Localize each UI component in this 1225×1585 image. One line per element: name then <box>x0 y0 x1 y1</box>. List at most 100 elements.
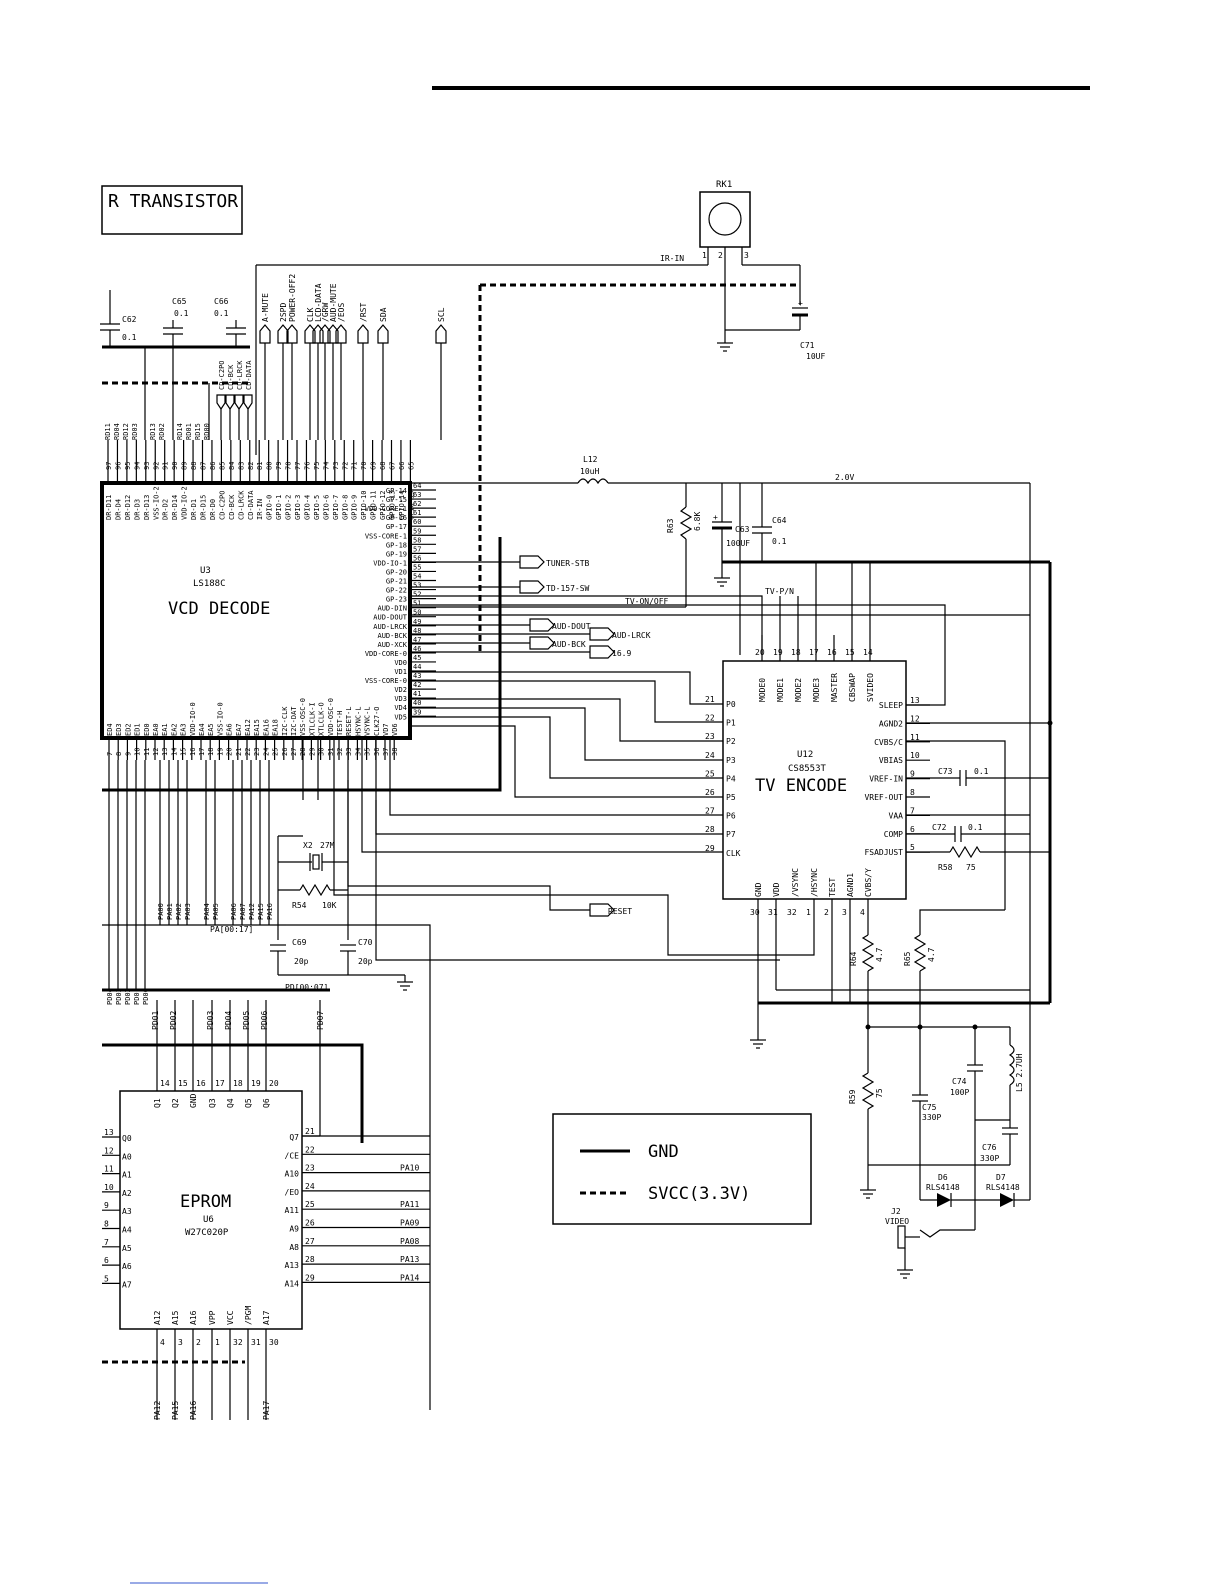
port-label: CLK <box>306 307 315 322</box>
u3-pin-number: 93 <box>143 462 151 470</box>
u3-pin-label: DR-D1 <box>190 499 198 520</box>
u12-pin-number: 13 <box>910 696 920 705</box>
u12-pin-number: 21 <box>705 695 715 704</box>
u3-pin-label: GP-18 <box>386 541 407 549</box>
u3-pin-label: GP-14 <box>386 487 407 495</box>
u3-pin-number: 27 <box>290 748 298 756</box>
u6-net-label: PA08 <box>400 1237 419 1246</box>
rd-label: RD12 <box>122 423 130 440</box>
u3-pin-number: 73 <box>332 462 340 470</box>
u12-pin-number: 32 <box>787 908 797 917</box>
u3-pin-number: 23 <box>253 748 261 756</box>
u6-net-label: PA10 <box>400 1164 419 1173</box>
pd-label: PD02 <box>124 988 132 1005</box>
u3-pin-number: 30 <box>318 748 326 756</box>
u12-pin-number: 11 <box>910 733 920 742</box>
r54-ref: R54 <box>292 901 307 910</box>
u3-pin-label: VDD-IO-0 <box>189 702 197 736</box>
u3-pin-number: 95 <box>124 462 132 470</box>
port-label: /RST <box>359 303 368 322</box>
u3-pin-number: 52 <box>413 591 421 599</box>
u3-pin-number: 56 <box>413 554 421 562</box>
r54-value: 10K <box>322 901 337 910</box>
port-label: SCL <box>437 307 446 322</box>
u6-pin-label: VCC <box>226 1310 235 1325</box>
u12-pin-number: 19 <box>773 648 783 657</box>
u3-pin-number: 87 <box>200 462 208 470</box>
u3-pin-number: 48 <box>413 627 421 635</box>
u3-pin-label: AUD-BCK <box>377 632 407 640</box>
pd-label: PD00 <box>142 988 150 1005</box>
u6-ref: U6 <box>203 1215 214 1225</box>
u12-pin-number: 3 <box>842 908 847 917</box>
u3-pin-number: 14 <box>170 748 178 756</box>
u3-pin-number: 74 <box>322 462 330 470</box>
c62-value: 0.1 <box>122 333 137 342</box>
u3-pin-label: GPIO-15 <box>407 490 415 520</box>
port-flag <box>435 324 447 344</box>
svg-text:2: 2 <box>718 251 723 260</box>
u12-pin-label: P6 <box>726 812 736 821</box>
u3-pin-number: 17 <box>198 748 206 756</box>
rd-label: RD01 <box>185 423 193 440</box>
r59-value: 75 <box>875 1088 884 1098</box>
c72-ref: C72 <box>932 823 947 832</box>
u3-pin-label: VD4 <box>394 704 407 712</box>
u3-pin-number: 70 <box>360 462 368 470</box>
u6-pin-label: A4 <box>122 1226 132 1235</box>
rk1-ir-receiver: RK1 1 2 3 IR-IN + C71 10UF <box>256 180 825 361</box>
u6-pin-number: 11 <box>104 1165 114 1174</box>
c64-value: 0.1 <box>772 537 787 546</box>
u3-pin-number: 86 <box>209 462 217 470</box>
u3-pin-number: 64 <box>413 482 421 490</box>
u12-ref: U12 <box>797 750 813 760</box>
d6-ref: D6 <box>938 1173 948 1182</box>
u3-pin-number: 10 <box>134 748 142 756</box>
u3-pin-number: 72 <box>341 462 349 470</box>
u3-pin-label: CD-LRCK <box>237 490 245 520</box>
u3-pin-label: DR-D0 <box>209 499 217 520</box>
l5-ref: L5 <box>1015 1082 1024 1092</box>
u6-pin-label: A9 <box>289 1225 299 1234</box>
cd-label: CD-BCK <box>227 364 235 390</box>
u6-pin-number: 20 <box>269 1079 279 1088</box>
d7-ref: D7 <box>996 1173 1006 1182</box>
c65-ref: C65 <box>172 297 187 306</box>
u3-pin-number: 59 <box>413 527 421 535</box>
u6-pin-label: Q6 <box>262 1098 271 1108</box>
u3-pin-label: GP-21 <box>386 578 407 586</box>
u3-pin-number: 76 <box>303 462 311 470</box>
u6-pin-label: Q4 <box>226 1098 235 1108</box>
rd-label: RD11 <box>104 423 112 440</box>
pa-label: PA15 <box>257 903 265 920</box>
u12-pin-number: 31 <box>768 908 778 917</box>
u6-pin-label: A8 <box>289 1243 299 1252</box>
u6-net-label: PA13 <box>400 1255 419 1264</box>
rk1-ref: RK1 <box>716 180 732 190</box>
u12-pin-number: 23 <box>705 732 715 741</box>
u3-pin-number: 90 <box>171 462 179 470</box>
c70-ref: C70 <box>358 938 373 947</box>
bus-triangle <box>243 394 253 411</box>
u3-pin-number: 22 <box>244 748 252 756</box>
u3-pin-number: 40 <box>413 699 421 707</box>
u12-pin-label: P7 <box>726 830 736 839</box>
u3-pin-number: 54 <box>413 573 421 581</box>
u12-pin-number: 16 <box>827 648 837 657</box>
u6-pin-number: 23 <box>305 1164 315 1173</box>
port-flag <box>335 324 347 344</box>
c73-value: 0.1 <box>974 767 989 776</box>
u6-pin-label: Q2 <box>171 1098 180 1108</box>
u3-pin-label: XTLCLK-I <box>308 702 316 736</box>
pa-label: PA02 <box>175 903 183 920</box>
u3-pin-number: 89 <box>181 462 189 470</box>
u6-pin-number: 18 <box>233 1079 243 1088</box>
net-td157: TD-157-SW <box>546 584 590 593</box>
x2-crystal: X2 27M <box>278 841 348 871</box>
